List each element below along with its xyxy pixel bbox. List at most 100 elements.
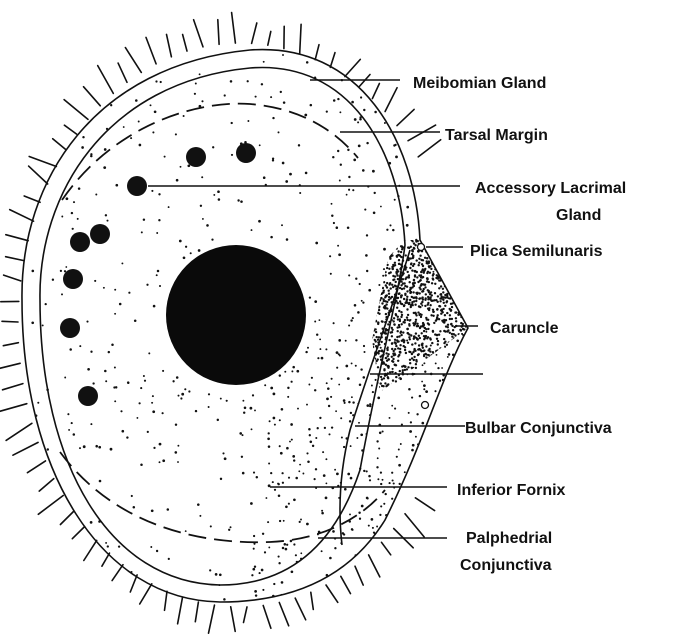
stipple-dot — [331, 426, 333, 428]
caruncle-dot — [399, 320, 401, 322]
caruncle-dot — [413, 336, 415, 338]
stipple-dot — [444, 545, 446, 547]
gland-dot — [90, 224, 110, 244]
stipple-dot — [336, 351, 339, 354]
stipple-dot — [296, 561, 298, 563]
stipple-dot — [325, 348, 327, 350]
caruncle-dot — [443, 330, 445, 332]
caruncle-dot — [456, 238, 458, 240]
caruncle-dot — [373, 238, 375, 240]
stipple-dot — [339, 111, 341, 113]
caruncle-dot — [373, 304, 375, 306]
eyelash — [218, 20, 219, 45]
caruncle-dot — [444, 386, 446, 388]
caruncle-dot — [391, 356, 393, 358]
stipple-dot — [405, 479, 407, 481]
stipple-dot — [31, 206, 33, 208]
stipple-dot — [369, 414, 371, 416]
stipple-dot — [64, 377, 66, 379]
caruncle-dot — [405, 384, 407, 386]
stipple-dot — [52, 279, 54, 281]
caruncle-dot — [401, 323, 403, 325]
caruncle-dot — [418, 274, 420, 276]
stipple-dot — [406, 340, 408, 342]
caruncle-dot — [462, 266, 464, 268]
stipple-dot — [185, 530, 187, 532]
stipple-dot — [175, 133, 177, 135]
stipple-dot — [261, 83, 263, 85]
caruncle-dot — [378, 309, 380, 311]
stipple-dot — [341, 596, 343, 598]
caruncle-dot — [377, 358, 379, 360]
caruncle-dot — [452, 272, 454, 274]
caruncle-dot — [406, 319, 408, 321]
stipple-dot — [338, 384, 340, 386]
stipple-dot — [91, 597, 93, 599]
stipple-dot — [443, 475, 445, 477]
caruncle-dot — [465, 306, 467, 308]
stipple-dot — [439, 413, 441, 415]
caruncle-dot — [373, 329, 375, 331]
stipple-dot — [386, 229, 388, 231]
stipple-dot — [179, 240, 182, 243]
caruncle-dot — [386, 239, 388, 241]
stipple-dot — [51, 597, 53, 599]
caruncle-dot — [388, 321, 390, 323]
caruncle-dot — [391, 348, 393, 350]
stipple-dot — [424, 593, 426, 595]
caruncle-dot — [399, 351, 401, 353]
stipple-dot — [421, 470, 423, 472]
caruncle-dot — [390, 385, 392, 387]
caruncle-dot — [414, 379, 416, 381]
stipple-dot — [314, 321, 316, 323]
stipple-dot — [81, 559, 83, 561]
stipple-dot — [376, 466, 378, 468]
stipple-dot — [86, 321, 88, 323]
caruncle-dot — [421, 332, 423, 334]
eyelash — [53, 139, 66, 150]
caruncle-dot — [439, 365, 441, 367]
caruncle-dot — [454, 341, 456, 343]
stipple-dot — [213, 194, 215, 196]
caruncle-dot — [375, 282, 377, 284]
caruncle-dot — [449, 381, 451, 383]
caruncle-dot — [414, 270, 416, 272]
caruncle-dot — [395, 343, 397, 345]
caruncle-dot — [450, 250, 452, 252]
caruncle-dot — [456, 360, 458, 362]
stipple-dot — [90, 351, 92, 353]
caruncle-dot — [399, 268, 401, 270]
caruncle-dot — [374, 247, 376, 249]
caruncle-dot — [378, 350, 380, 352]
stipple-dot — [332, 156, 334, 158]
caruncle-dot — [398, 293, 400, 295]
caruncle-dot — [374, 284, 376, 286]
stipple-dot — [400, 76, 403, 79]
caruncle-dot — [398, 324, 400, 326]
caruncle-dot — [468, 319, 470, 321]
caruncle-dot — [453, 279, 455, 281]
caruncle-dot — [427, 336, 429, 338]
caruncle-dot — [395, 345, 397, 347]
caruncle-dot — [443, 265, 445, 267]
caruncle-dot — [391, 389, 393, 391]
caruncle-dot — [442, 308, 444, 310]
caruncle-dot — [462, 297, 464, 299]
eyelash — [140, 584, 152, 604]
caruncle-dot — [388, 272, 390, 274]
caruncle-dot — [464, 304, 466, 306]
stipple-dot — [114, 289, 116, 291]
caruncle-dot — [388, 296, 390, 298]
caruncle-dot — [434, 365, 436, 367]
stipple-dot — [426, 590, 428, 592]
caruncle-dot — [463, 278, 465, 280]
caruncle-dot — [386, 267, 388, 269]
stipple-dot — [274, 489, 276, 491]
stipple-dot — [30, 48, 33, 51]
caruncle-dot — [386, 264, 388, 266]
caruncle-dot — [377, 366, 379, 368]
stipple-dot — [121, 262, 123, 264]
caruncle-dot — [396, 307, 398, 309]
caruncle-dot — [406, 392, 408, 394]
caruncle-dot — [389, 243, 391, 245]
